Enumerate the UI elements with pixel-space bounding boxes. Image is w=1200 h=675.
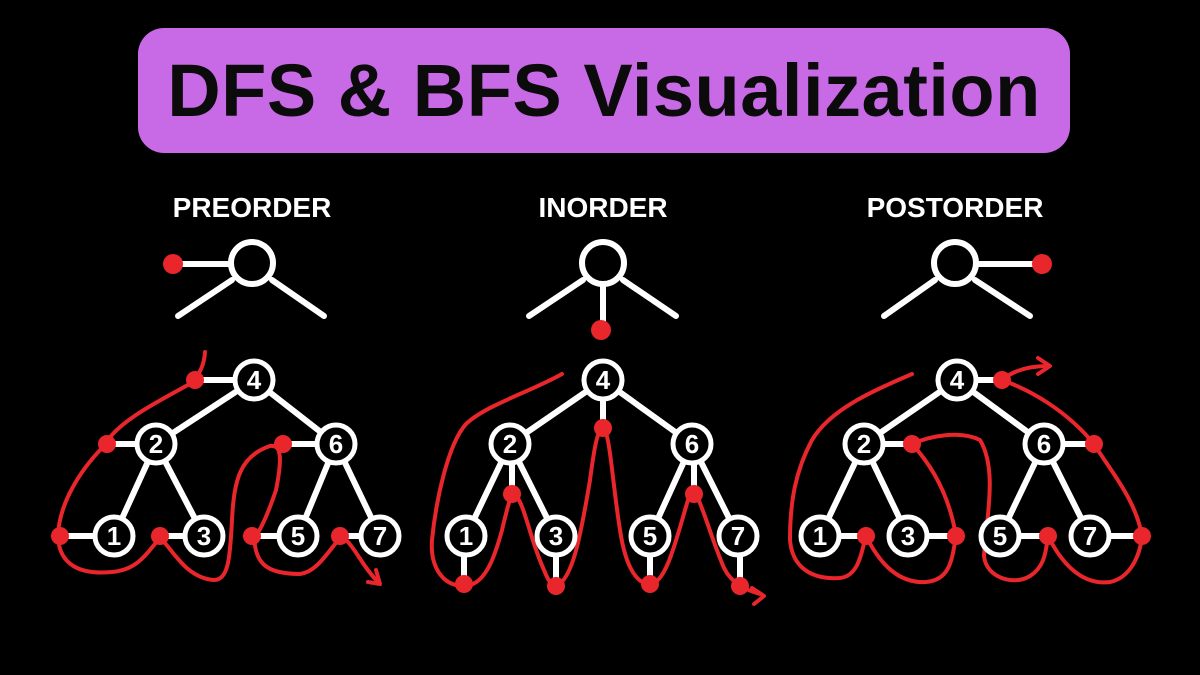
tree-node: 4 <box>935 358 979 402</box>
svg-text:5: 5 <box>291 521 305 551</box>
svg-text:2: 2 <box>857 429 871 459</box>
svg-text:3: 3 <box>549 521 563 551</box>
page-title: DFS & BFS Visualization <box>167 49 1041 132</box>
postorder-visit-dots <box>857 371 1151 545</box>
preorder-visit-dots <box>51 371 349 545</box>
tree-node: 4 <box>232 358 276 402</box>
svg-text:3: 3 <box>197 521 211 551</box>
inorder-tree-nodes: 4 2 6 1 3 5 7 <box>444 358 760 558</box>
svg-text:2: 2 <box>503 429 517 459</box>
visit-point-bottom <box>591 320 611 340</box>
tree-node: 6 <box>670 422 714 466</box>
tree-node: 7 <box>358 514 402 558</box>
svg-text:6: 6 <box>685 429 699 459</box>
svg-text:7: 7 <box>373 521 387 551</box>
tree-node: 2 <box>134 422 178 466</box>
tree-node: 7 <box>716 514 760 558</box>
svg-text:6: 6 <box>1037 429 1051 459</box>
tree-node: 6 <box>1022 422 1066 466</box>
svg-text:7: 7 <box>731 521 745 551</box>
preorder-legend-icon <box>163 239 327 319</box>
title-banner: DFS & BFS Visualization <box>138 28 1070 153</box>
svg-text:1: 1 <box>107 521 121 551</box>
tree-node: 3 <box>534 514 578 558</box>
section-label-preorder: PREORDER <box>173 192 332 223</box>
tree-node: 1 <box>92 514 136 558</box>
postorder-section: POSTORDER 4 2 <box>788 192 1151 585</box>
svg-text:2: 2 <box>149 429 163 459</box>
section-label-inorder: INORDER <box>538 192 667 223</box>
postorder-path-arrowhead <box>1036 356 1052 376</box>
tree-node: 3 <box>182 514 226 558</box>
visit-point-right <box>1032 254 1052 274</box>
svg-text:4: 4 <box>596 365 611 395</box>
section-label-postorder: POSTORDER <box>867 192 1044 223</box>
preorder-path-arrowhead <box>366 568 382 586</box>
tree-node: 5 <box>276 514 320 558</box>
svg-text:1: 1 <box>813 521 827 551</box>
inorder-path-arrowhead <box>750 586 766 606</box>
svg-text:5: 5 <box>643 521 657 551</box>
postorder-tree-nodes: 4 2 6 1 3 5 7 <box>798 358 1112 558</box>
svg-text:7: 7 <box>1083 521 1097 551</box>
postorder-path <box>788 364 1144 585</box>
tree-node: 2 <box>842 422 886 466</box>
svg-text:4: 4 <box>247 365 262 395</box>
inorder-edges <box>461 377 743 587</box>
postorder-legend-icon <box>881 239 1052 319</box>
svg-text:4: 4 <box>950 365 965 395</box>
tree-node: 1 <box>444 514 488 558</box>
preorder-tree-nodes: 4 2 6 1 3 5 7 <box>92 358 402 558</box>
tree-node: 5 <box>628 514 672 558</box>
tree-node: 5 <box>978 514 1022 558</box>
tree-node: 1 <box>798 514 842 558</box>
tree-node: 4 <box>581 358 625 402</box>
svg-text:5: 5 <box>993 521 1007 551</box>
preorder-section: PREORDER <box>51 192 402 586</box>
svg-text:1: 1 <box>459 521 473 551</box>
tree-node: 3 <box>886 514 930 558</box>
tree-node: 6 <box>314 422 358 466</box>
tree-node: 2 <box>488 422 532 466</box>
tree-node: 7 <box>1068 514 1112 558</box>
inorder-visit-dots <box>455 419 749 595</box>
inorder-legend-icon <box>526 239 679 340</box>
svg-text:3: 3 <box>901 521 915 551</box>
visit-point-left <box>163 254 183 274</box>
svg-text:6: 6 <box>329 429 343 459</box>
inorder-section: INORDER 4 2 <box>429 192 766 606</box>
